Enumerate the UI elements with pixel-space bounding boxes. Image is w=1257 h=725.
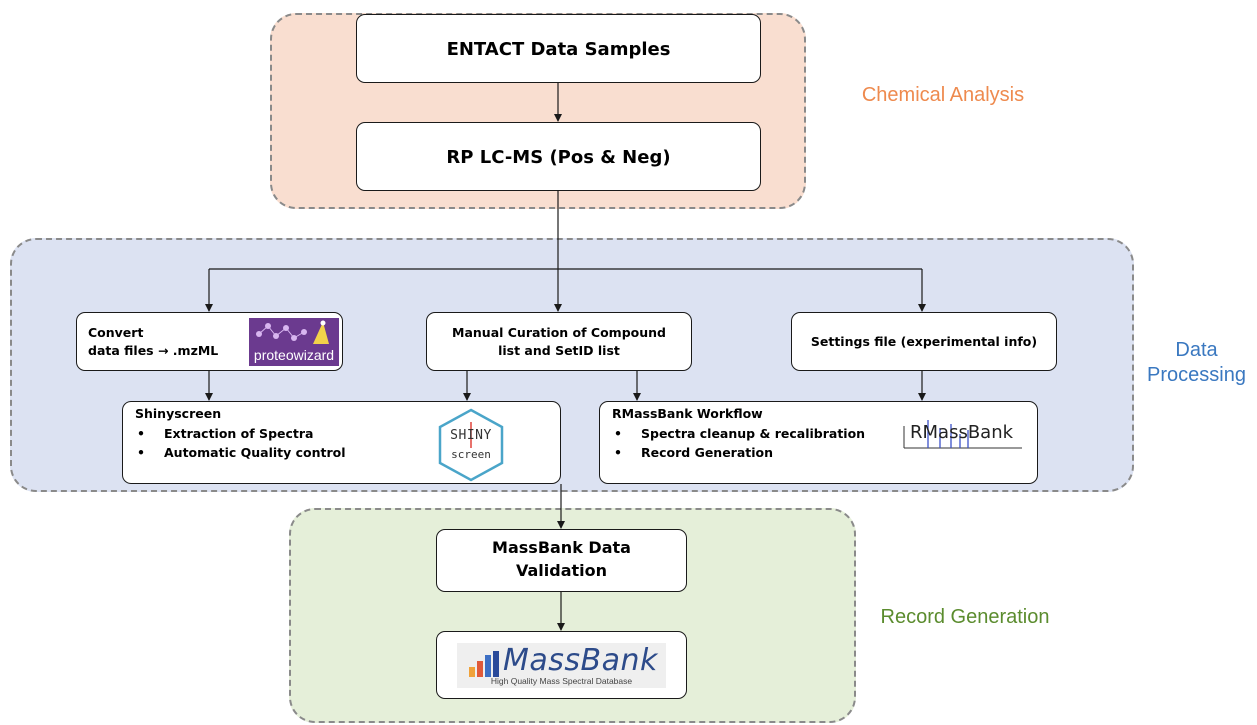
rmassbank-feature-item: Spectra cleanup & recalibration — [614, 424, 865, 443]
manual-curation-text-line2: list and SetID list — [498, 343, 620, 358]
massbank-bars-icon — [469, 651, 499, 677]
rmassbank-workflow-title: RMassBank Workflow — [612, 406, 763, 421]
massbank-data-validation-box: MassBank Data Validation — [436, 529, 687, 592]
settings-file-text: Settings file (experimental info) — [810, 334, 1038, 349]
rmassbank-logo: RMassBank — [902, 416, 1024, 450]
manual-curation-text-line1: Manual Curation of Compound — [452, 325, 666, 340]
shinyscreen-feature-item: Automatic Quality control — [137, 443, 346, 462]
manual-curation-box: Manual Curation of Compound list and Set… — [426, 312, 692, 371]
rp-lcms-box: RP LC-MS (Pos & Neg) — [356, 122, 761, 191]
massbank-logo-text: MassBank — [503, 643, 658, 678]
rmassbank-spectrum-icon — [903, 420, 1022, 449]
shinyscreen-title: Shinyscreen — [135, 406, 222, 421]
proteowizard-logo-text: proteowizard — [253, 347, 335, 363]
massbank-logo-box: MassBank High Quality Mass Spectral Data… — [436, 631, 687, 699]
massbank-data-validation-line1: MassBank Data — [492, 538, 631, 557]
entact-data-samples-box: ENTACT Data Samples — [356, 14, 761, 83]
data-processing-label-line1: Data — [1175, 339, 1218, 361]
entact-data-samples-text: ENTACT Data Samples — [446, 39, 671, 60]
chemical-analysis-label: Chemical Analysis — [861, 84, 1025, 106]
rp-lcms-text: RP LC-MS (Pos & Neg) — [446, 147, 671, 168]
massbank-logo: MassBank High Quality Mass Spectral Data… — [457, 643, 666, 688]
shinyscreen-logo-text-line2: screen — [451, 448, 491, 461]
settings-file-box: Settings file (experimental info) — [791, 312, 1057, 371]
convert-text-line2: data files → .mzML — [88, 343, 219, 358]
convert-box: Convert data files → .mzML proteowizard — [76, 312, 343, 371]
shinyscreen-logo-text-line1: SHINY — [450, 428, 492, 443]
record-generation-label: Record Generation — [880, 606, 1050, 628]
shinyscreen-feature-item: Extraction of Spectra — [137, 424, 346, 443]
massbank-data-validation-line2: Validation — [515, 561, 608, 580]
shinyscreen-logo: SHINY screen — [436, 408, 506, 482]
shinyscreen-hexagon-icon — [438, 408, 504, 482]
proteowizard-molecule-icon — [256, 320, 329, 344]
rmassbank-feature-list: Spectra cleanup & recalibration Record G… — [614, 424, 865, 462]
rmassbank-workflow-box: RMassBank Workflow Spectra cleanup & rec… — [599, 401, 1038, 484]
shinyscreen-feature-list: Extraction of Spectra Automatic Quality … — [137, 424, 346, 462]
proteowizard-logo: proteowizard — [249, 318, 339, 366]
shinyscreen-box: Shinyscreen Extraction of Spectra Automa… — [122, 401, 561, 484]
convert-text-line1: Convert — [88, 325, 144, 340]
massbank-tagline: High Quality Mass Spectral Database — [490, 676, 633, 686]
data-processing-label: Data Processing — [1138, 338, 1255, 388]
data-processing-label-line2: Processing — [1147, 364, 1246, 386]
rmassbank-feature-item: Record Generation — [614, 443, 865, 462]
rmassbank-logo-text: RMassBank — [910, 422, 1014, 443]
